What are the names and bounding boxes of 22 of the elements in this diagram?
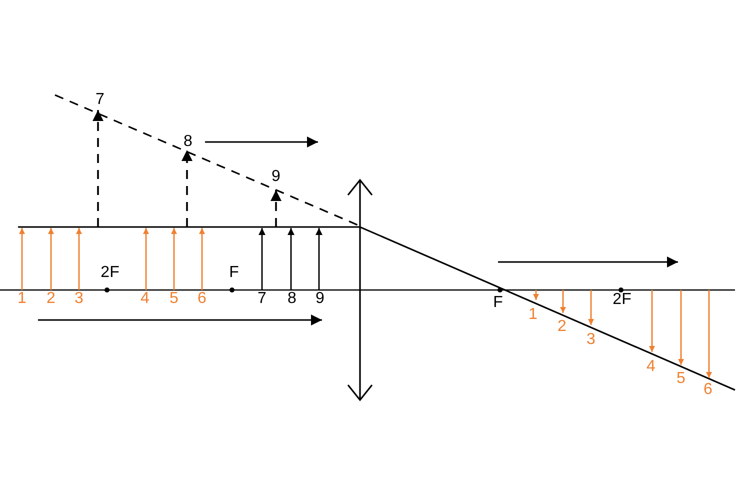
point-label: F — [493, 295, 503, 311]
point-label: 4 — [646, 359, 656, 375]
point-label: 7 — [96, 92, 104, 108]
point-label: F — [229, 265, 239, 281]
point-label: 5 — [676, 371, 686, 387]
point-label: 9 — [272, 169, 280, 185]
point-label: 8 — [288, 291, 296, 307]
point-label: 8 — [184, 134, 192, 150]
point-label: 7 — [258, 291, 266, 307]
point-label: 1 — [528, 307, 538, 323]
point-label: 1 — [18, 291, 26, 307]
point-label: 6 — [198, 291, 206, 307]
point-label: 4 — [140, 291, 150, 307]
point-label: 5 — [170, 291, 178, 307]
point-label: 2F — [612, 292, 632, 308]
point-label: 6 — [704, 382, 712, 398]
point-label: 2 — [558, 319, 566, 335]
point-label: 9 — [316, 291, 324, 307]
point-label: 2 — [46, 291, 56, 307]
point-label: 2F — [100, 265, 120, 281]
point-label: 3 — [74, 291, 84, 307]
point-label: 3 — [586, 332, 596, 348]
